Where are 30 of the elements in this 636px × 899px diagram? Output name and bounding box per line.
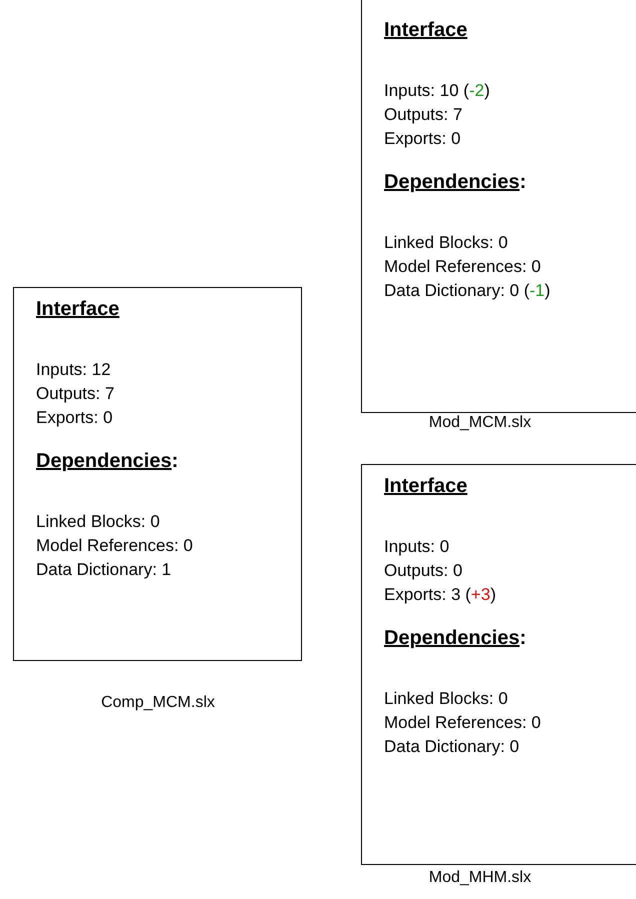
property-text: Data Dictionary: 0 xyxy=(384,736,520,758)
section-heading: Dependencies: xyxy=(384,627,526,650)
section-heading: Interface xyxy=(384,475,468,498)
info-box xyxy=(13,287,302,661)
property-text: Linked Blocks: 0 xyxy=(384,232,508,254)
section-heading: Dependencies: xyxy=(36,450,178,473)
section-heading: Dependencies: xyxy=(384,171,526,194)
property-text: Outputs: 7 xyxy=(384,104,462,126)
property-text: Data Dictionary: 1 xyxy=(36,559,172,581)
property-text: Inputs: 10 (-2) xyxy=(384,80,490,102)
section-heading: Interface xyxy=(36,298,120,321)
property-text: Exports: 0 xyxy=(36,407,113,429)
property-text: Linked Blocks: 0 xyxy=(384,688,508,710)
section-heading: Interface xyxy=(384,19,468,42)
property-text: Model References: 0 xyxy=(384,256,541,278)
file-name-caption: Mod_MCM.slx xyxy=(428,414,532,432)
property-text: Model References: 0 xyxy=(36,535,193,557)
file-name-caption: Mod_MHM.slx xyxy=(428,869,532,887)
property-text: Outputs: 0 xyxy=(384,560,462,582)
property-text: Inputs: 0 xyxy=(384,536,450,558)
property-text: Linked Blocks: 0 xyxy=(36,511,160,533)
property-text: Exports: 0 xyxy=(384,128,461,150)
property-text: Exports: 3 (+3) xyxy=(384,584,496,606)
property-text: Inputs: 12 xyxy=(36,359,111,381)
property-text: Model References: 0 xyxy=(384,712,541,734)
property-text: Data Dictionary: 0 (-1) xyxy=(384,280,550,302)
info-box xyxy=(361,464,636,865)
property-text: Outputs: 7 xyxy=(36,383,114,405)
info-box xyxy=(361,0,636,413)
file-name-caption: Comp_MCM.slx xyxy=(100,694,216,712)
